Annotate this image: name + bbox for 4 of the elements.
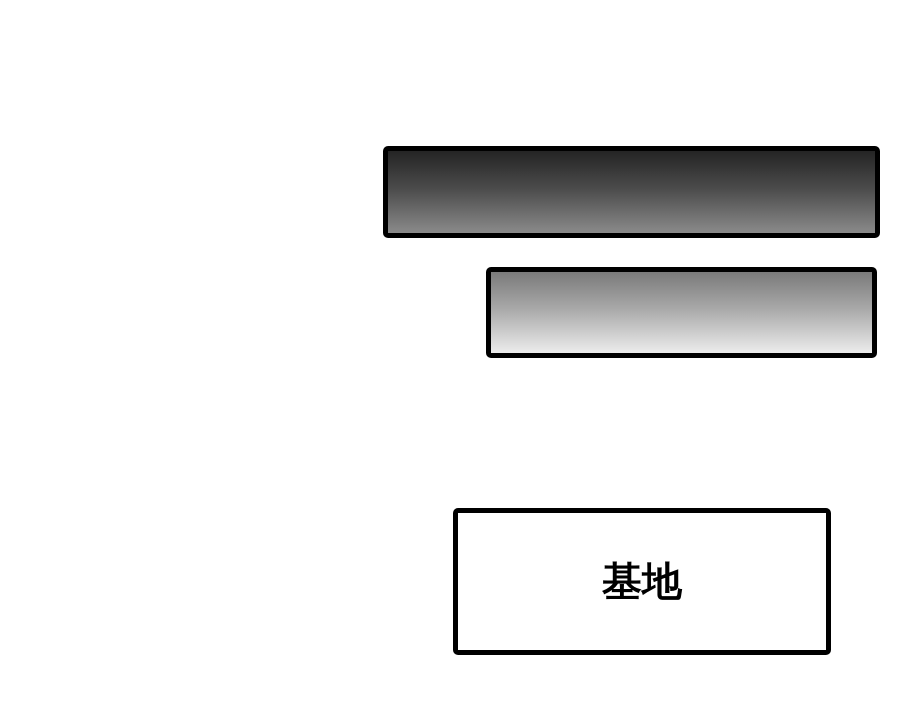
label-text: 基地 [602, 562, 682, 602]
gradient-panel [486, 267, 877, 358]
gradient-panel [383, 146, 880, 238]
text-box [453, 508, 831, 655]
